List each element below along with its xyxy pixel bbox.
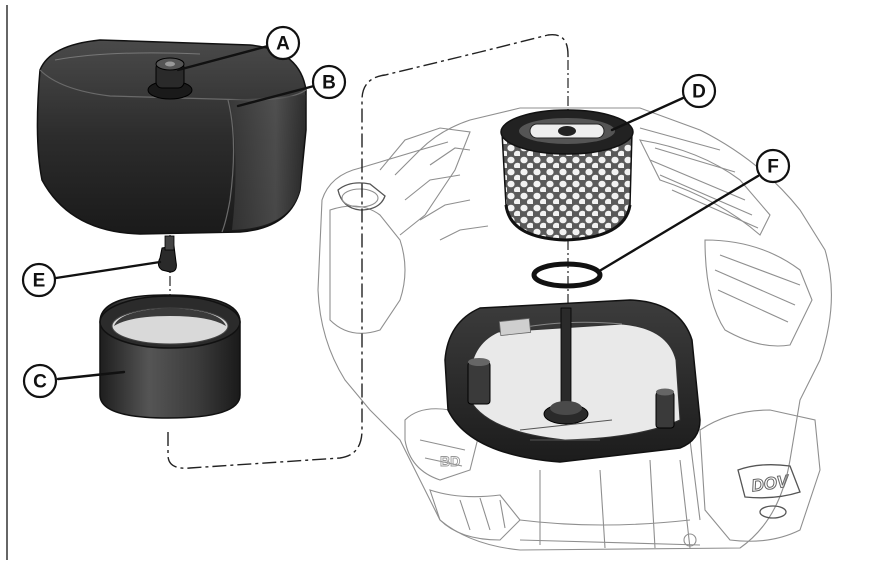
air-cleaner-base [444, 299, 701, 463]
o-ring-seal [531, 261, 603, 289]
svg-text:F: F [767, 157, 779, 178]
callout-a: A [265, 25, 301, 61]
leader-line-e [54, 260, 162, 280]
retainer-clip [157, 235, 177, 273]
svg-text:D: D [692, 82, 706, 103]
callout-f: F [755, 148, 791, 184]
assembly-path-line [167, 33, 569, 469]
engine-badge: DOV [750, 471, 791, 495]
svg-text:B: B [322, 73, 336, 94]
callout-b: B [311, 64, 347, 100]
callout-c: C [22, 363, 58, 399]
callout-d: D [681, 73, 717, 109]
leader-line-f [599, 174, 760, 272]
svg-text:C: C [33, 372, 47, 393]
paper-filter-cartridge [500, 109, 634, 242]
leader-line-a [176, 44, 270, 72]
air-filter-cover [36, 39, 307, 235]
leader-line-d [610, 96, 685, 132]
leader-line-b [236, 84, 316, 108]
cover-knob [147, 57, 193, 100]
svg-text:E: E [33, 271, 46, 292]
svg-text:A: A [276, 34, 290, 55]
callout-e: E [21, 262, 57, 298]
engine-drawing: BD DOV [317, 107, 832, 551]
leader-line-c [56, 370, 126, 381]
foam-pre-cleaner [99, 294, 241, 419]
svg-text:BD: BD [440, 453, 460, 469]
